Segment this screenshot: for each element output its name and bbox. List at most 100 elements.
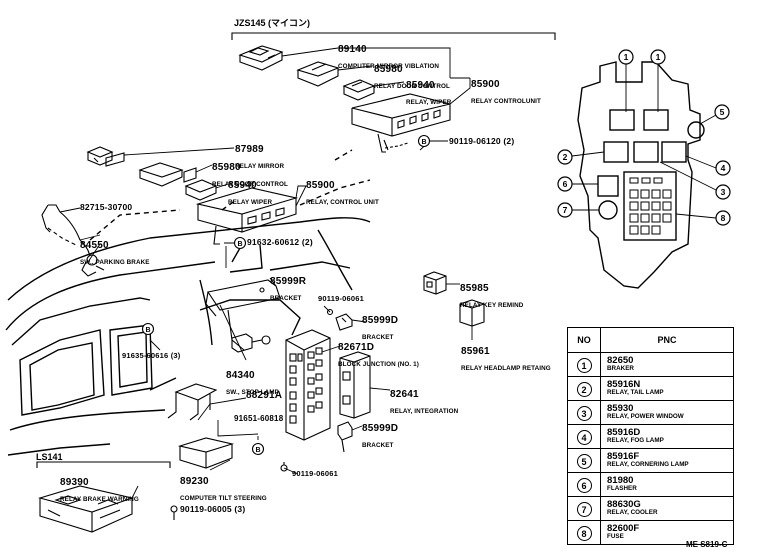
part-82641-integration-relay (339, 351, 371, 419)
callout-88291A: 88291A (246, 390, 283, 401)
block-callout: 3 (721, 187, 726, 197)
variant-bracket-bottom (36, 461, 171, 468)
callout-90119-06061-lower: 90119-06061 (292, 469, 338, 478)
header-no: NO (567, 327, 601, 353)
bolt-marker-label: B (255, 447, 260, 454)
row-number-cell: 7 (567, 496, 601, 521)
row-number-badge: 7 (576, 502, 592, 517)
bolt-marker-label: B (237, 241, 242, 248)
block-callout: 6 (563, 179, 568, 189)
part-84340-stop-lamp-switch (231, 333, 271, 353)
pnc-description: RELAY, CORNERING LAMP (607, 461, 689, 469)
bolt-marker-3-icon (141, 322, 155, 336)
pnc-description: RELAY, COOLER (607, 509, 658, 517)
bolt-marker-2-icon (233, 236, 247, 250)
part-82671D-junction-block (285, 329, 331, 441)
pnc-code: 82600F (607, 523, 640, 535)
variant-bracket-top (231, 32, 556, 40)
block-callout: 1 (624, 52, 629, 62)
callout-90119-06061-upper: 90119-06061 (318, 294, 364, 303)
bolt-90119-06005-icon (170, 505, 178, 520)
block-callout: 7 (563, 205, 568, 215)
relay-block (571, 61, 717, 289)
part-85961-headlamp-relay (459, 299, 485, 327)
row-number-badge: 1 (576, 358, 592, 373)
part-87989-mirror-relay (86, 146, 125, 167)
callout-91632-60612: 91632-60612 (2) (247, 237, 313, 247)
header-pnc: PNC (600, 327, 734, 353)
row-number-cell: 4 (567, 424, 601, 449)
row-number-cell: 3 (567, 400, 601, 425)
block-callout: 2 (563, 152, 568, 162)
pnc-description: RELAY, POWER WINDOW (607, 413, 684, 421)
callout-82715-30700: 82715-30700 (80, 202, 133, 212)
block-callout: 5 (720, 107, 725, 117)
row-number-badge: 8 (576, 526, 592, 541)
bolt-marker-4-icon (251, 442, 265, 456)
bolt-markers (141, 134, 431, 456)
pnc-code: 82650 (607, 355, 634, 367)
row-number-badge: 2 (576, 382, 592, 397)
row-number-cell: 1 (567, 352, 601, 377)
pnc-code: 85916F (607, 451, 640, 463)
figure-code: ME S819-C (686, 540, 728, 549)
pnc-code: 88630G (607, 499, 641, 511)
pnc-description: RELAY, TAIL LAMP (607, 389, 664, 397)
row-number-badge: 4 (576, 430, 592, 445)
part-85999D-bracket-upper (335, 313, 353, 331)
pnc-description: FUSE (607, 533, 624, 541)
bolt-marker-1-icon (417, 134, 431, 148)
block-callouts (557, 49, 731, 226)
pnc-table-header: NO PNC (567, 327, 734, 353)
variant-label-bottom: LS141 (36, 452, 63, 462)
row-number-cell: 8 (567, 520, 601, 545)
block-callout: 8 (721, 213, 726, 223)
row-number-cell: 2 (567, 376, 601, 401)
block-callout: 4 (721, 163, 726, 173)
part-85900-control-unit (195, 187, 299, 245)
callout-90119-06005: 90119-06005 (3) (180, 504, 246, 514)
part-85940-wiper-relay (184, 179, 218, 201)
part-82715-84550-harness (41, 204, 105, 277)
callout-91635-60616: 91635-60616 (3) (122, 351, 181, 360)
part-85985-key-remind-relay (423, 271, 447, 295)
part-85999R-bracket (205, 279, 281, 351)
part-85999D-bracket-lower (337, 421, 353, 453)
bolt-marker-label: B (145, 327, 150, 334)
pnc-description: RELAY, FOG LAMP (607, 437, 664, 445)
leader-lines (59, 47, 473, 499)
row-number-badge: 3 (576, 406, 592, 421)
bolt-90119-06061-upper-icon (326, 308, 334, 316)
part-85980-door-relay-top (296, 61, 340, 87)
callout-90119-06120: 90119-06120 (2) (449, 136, 515, 146)
row-number-cell: 6 (567, 472, 601, 497)
pnc-code: 85916D (607, 427, 641, 439)
row-number-cell: 5 (567, 448, 601, 473)
